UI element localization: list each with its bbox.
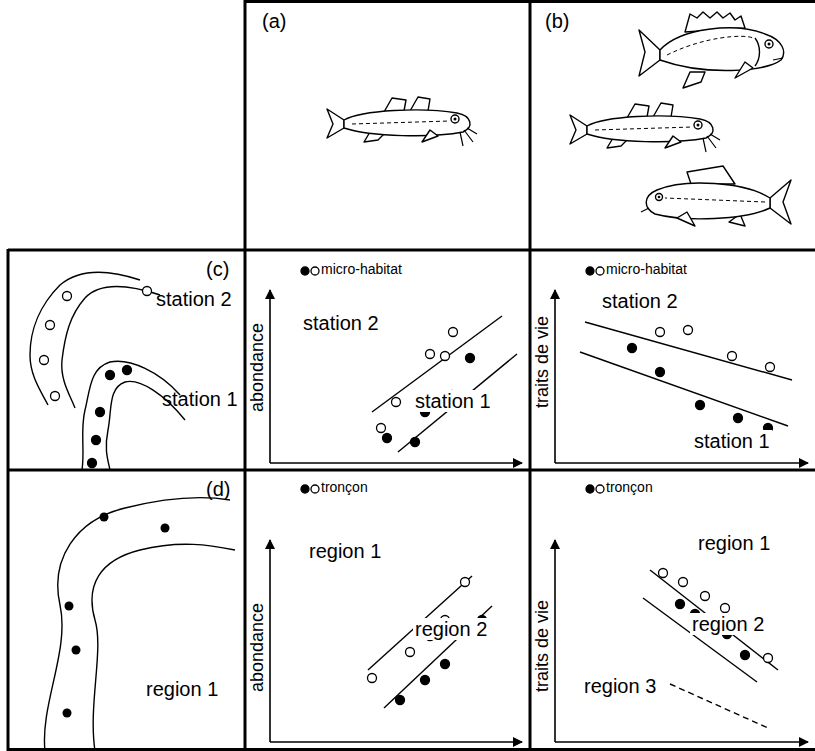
line-label: station 2 bbox=[600, 290, 680, 312]
panel-cell: (a) bbox=[245, 0, 530, 250]
fish-drawing bbox=[641, 166, 791, 226]
line-label: station 2 bbox=[301, 312, 381, 334]
line-label: region 2 bbox=[690, 613, 766, 635]
line-label: region 3 bbox=[582, 675, 658, 697]
line-label: station 1 bbox=[692, 430, 772, 452]
line-label: region 2 bbox=[413, 618, 489, 640]
legend-text: micro-habitat bbox=[321, 262, 402, 277]
panel-cell: (b) bbox=[530, 0, 815, 250]
panel-letter: (b) bbox=[545, 10, 569, 32]
axis-title: abondance bbox=[248, 603, 268, 692]
panel-cell: micro-habitat abondance station 2 station 1 bbox=[245, 250, 530, 470]
line-label: station 1 bbox=[413, 390, 493, 412]
data-points bbox=[368, 326, 775, 705]
sample-dots bbox=[40, 287, 152, 468]
panel-cell: tronçon abondance region 1 region 2 bbox=[245, 470, 530, 751]
line-label: region 1 bbox=[307, 540, 383, 562]
panel-cell: micro-habitat traits de vie station 2 stati… bbox=[530, 250, 815, 470]
plot-axes bbox=[270, 290, 808, 742]
fish-drawing bbox=[327, 97, 477, 146]
trend-lines bbox=[368, 316, 792, 728]
river-sketch bbox=[44, 498, 235, 751]
panel-letter: (a) bbox=[262, 10, 286, 32]
axis-title: traits de vie bbox=[533, 316, 553, 408]
panel-letter: (c) bbox=[206, 258, 229, 280]
fish-drawing bbox=[639, 12, 784, 88]
station-label: station 1 bbox=[162, 388, 238, 410]
line-label: region 1 bbox=[696, 532, 772, 554]
station-label: station 2 bbox=[156, 288, 232, 310]
legend-text: micro-habitat bbox=[606, 262, 687, 277]
fish-drawing bbox=[570, 103, 720, 152]
panel-cell: (c) station 2 station 1 bbox=[8, 250, 245, 470]
axis-title: traits de vie bbox=[533, 600, 553, 692]
axis-title: abondance bbox=[248, 323, 268, 412]
panel-letter: (d) bbox=[206, 478, 230, 500]
legend-text: tronçon bbox=[606, 480, 653, 495]
panel-cell: (d) region 1 bbox=[8, 470, 245, 751]
legend-symbols bbox=[301, 267, 604, 493]
panel-cell: tronçon traits de vie region 1 region 2 regi… bbox=[530, 470, 815, 751]
panel-grid bbox=[8, 0, 815, 751]
legend-text: tronçon bbox=[321, 480, 368, 495]
region-label: region 1 bbox=[146, 678, 218, 700]
